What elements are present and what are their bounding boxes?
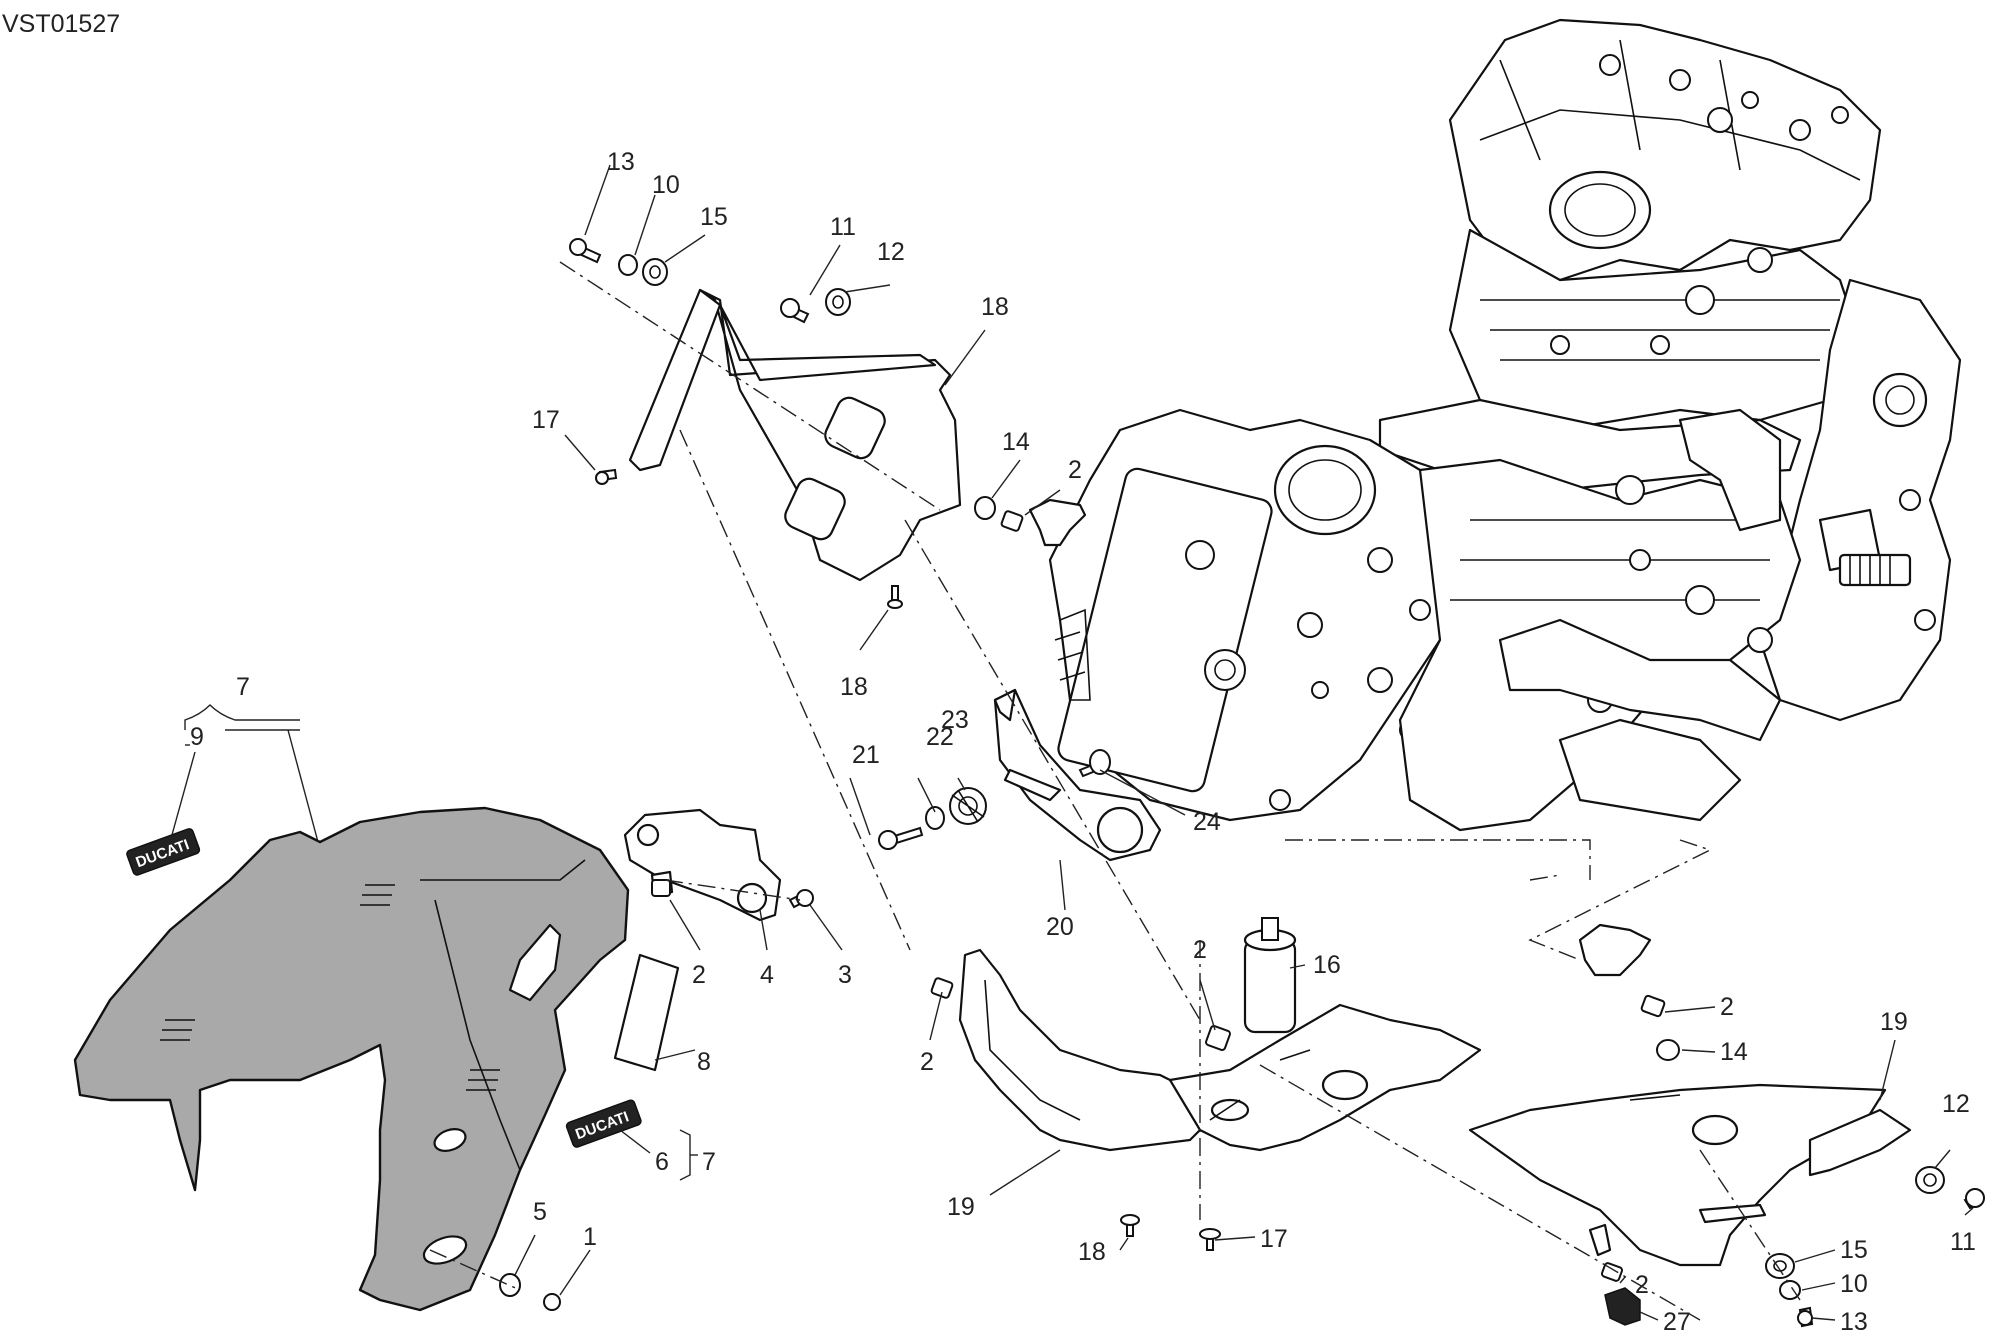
callout-18-mid: 18 xyxy=(840,673,868,701)
sprocket-cover xyxy=(993,688,1162,862)
side-panel-upper xyxy=(628,288,962,582)
engine-assembly xyxy=(1048,18,1962,832)
callout-11-top: 11 xyxy=(830,213,856,241)
adhesive-pad xyxy=(613,953,680,1072)
drawing-code: VST01527 xyxy=(2,10,120,38)
callout-14-right: 14 xyxy=(1720,1038,1748,1066)
callout-25: 23 xyxy=(941,706,969,734)
callout-16: 16 xyxy=(1313,951,1341,979)
callout-13-right: 13 xyxy=(1840,1308,1868,1336)
callout-7-group: 7 xyxy=(236,673,250,701)
leader-lines xyxy=(169,164,1974,1321)
callout-9: 9 xyxy=(190,723,204,751)
callout-10-right: 10 xyxy=(1840,1270,1868,1298)
assembly-lines xyxy=(429,261,1801,1321)
mudguard-bracket xyxy=(623,808,782,922)
callout-14-top: 14 xyxy=(1002,428,1030,456)
callout-7-bracket: 7 xyxy=(702,1148,716,1176)
callout-18-top: 17 xyxy=(532,406,560,434)
callout-10-top: 10 xyxy=(652,171,680,199)
skid-plate-center xyxy=(1168,1003,1482,1152)
callout-3: 3 xyxy=(838,961,852,989)
ducati-decal-6: DUCATI xyxy=(565,1099,642,1148)
ducati-decal-9: DUCATI xyxy=(126,828,201,876)
callout-18-bottom: 18 xyxy=(1078,1238,1106,1266)
callout-2-top: 2 xyxy=(1068,456,1082,484)
callout-15-right: 15 xyxy=(1840,1236,1868,1264)
callout-23: 21 xyxy=(852,741,880,769)
callout-19: 19 xyxy=(1880,1008,1908,1036)
callout-21: 19 xyxy=(947,1193,975,1221)
callout-17: 17 xyxy=(1260,1225,1288,1253)
callout-2-bottom: 2 xyxy=(1635,1271,1649,1299)
callout-4: 4 xyxy=(760,961,774,989)
callout-20: 18 xyxy=(981,293,1009,321)
callout-11-right: 11 xyxy=(1950,1228,1976,1256)
callout-2-pan: 2 xyxy=(920,1048,934,1076)
callout-15-top: 15 xyxy=(700,203,728,231)
callout-24: 22 xyxy=(926,723,954,751)
callout-2-right: 2 xyxy=(1720,993,1734,1021)
callout-8: 8 xyxy=(697,1048,711,1076)
callout-2-mudguard: 2 xyxy=(692,961,706,989)
callout-22: 20 xyxy=(1046,913,1074,941)
callout-27: 27 xyxy=(1663,1308,1691,1336)
callout-5: 5 xyxy=(533,1198,547,1226)
belly-pan-side xyxy=(1468,1083,1912,1267)
front-mudguard xyxy=(73,806,630,1312)
callout-12-top: 12 xyxy=(877,238,905,266)
callout-2-spacer: 2 xyxy=(1193,936,1207,964)
callout-labels: 13 10 15 11 12 18 17 14 2 18 7 9 21 22 2… xyxy=(190,148,1976,1336)
callout-12-right: 12 xyxy=(1942,1090,1970,1118)
callout-6: 6 xyxy=(655,1148,669,1176)
brackets xyxy=(1028,498,1652,1257)
belly-pan-front xyxy=(958,948,1222,1152)
callout-26: 24 xyxy=(1193,808,1221,836)
callout-1: 1 xyxy=(583,1223,597,1251)
callout-13-top: 13 xyxy=(607,148,635,176)
